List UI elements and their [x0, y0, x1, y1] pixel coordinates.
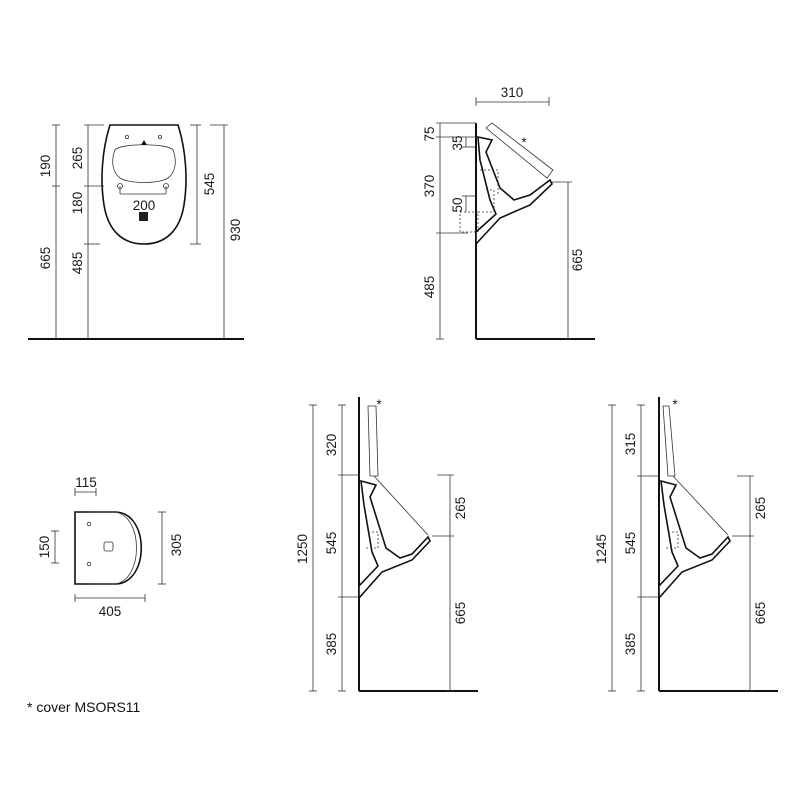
- bowl-outline: [112, 144, 176, 183]
- cover-open-outline: [367, 405, 379, 477]
- top-view-inner-rim: [94, 511, 137, 585]
- dim-310: 310: [501, 85, 524, 100]
- dim-150: 150: [37, 536, 52, 559]
- urinal-front-body: [101, 124, 187, 245]
- side-view-top: 310 75 35 370 50 485 665 *: [422, 85, 595, 340]
- dim-370: 370: [422, 175, 437, 198]
- urinal-side-body: [658, 479, 731, 601]
- dim-305: 305: [169, 534, 184, 557]
- dim-75: 75: [422, 126, 437, 141]
- dim-265: 265: [70, 147, 85, 170]
- dim-35: 35: [450, 135, 465, 150]
- urinal-top-body: [74, 511, 143, 585]
- dim-665: 665: [453, 602, 468, 625]
- cover-asterisk: *: [672, 397, 678, 412]
- side-view-left: 1250 320 545 385 265 665 *: [295, 397, 478, 692]
- cover-asterisk: *: [521, 135, 527, 150]
- front-view: 190 665 265 180 485 200 545 930: [28, 124, 244, 340]
- dim-385: 385: [324, 633, 339, 656]
- dim-200: 200: [133, 198, 156, 213]
- cover-asterisk: *: [376, 397, 382, 412]
- dim-265: 265: [753, 497, 768, 520]
- dim-545: 545: [324, 532, 339, 555]
- dim-930: 930: [228, 219, 243, 242]
- outlet-icon: [139, 212, 148, 221]
- dim-315: 315: [623, 433, 638, 456]
- dim-405: 405: [99, 604, 122, 619]
- cover-open-outline: [662, 405, 676, 477]
- dim-485: 485: [70, 252, 85, 275]
- dim-665: 665: [753, 602, 768, 625]
- dim-485: 485: [422, 276, 437, 299]
- dim-50: 50: [450, 197, 465, 212]
- dim-320: 320: [324, 434, 339, 457]
- fixing-hole-left: [125, 134, 130, 139]
- dim-385: 385: [623, 633, 638, 656]
- dim-190: 190: [38, 155, 53, 178]
- dim-545: 545: [623, 532, 638, 555]
- urinal-side-body: [475, 135, 553, 247]
- fixing-hole-right: [157, 134, 162, 139]
- urinal-side-body: [358, 479, 431, 601]
- outlet-icon: [103, 541, 114, 552]
- dim-545: 545: [202, 173, 217, 196]
- side-view-right: 1245 315 545 385 265 665 *: [594, 397, 778, 692]
- dim-665: 665: [570, 249, 585, 272]
- dim-180: 180: [70, 192, 85, 215]
- dim-265: 265: [453, 497, 468, 520]
- top-view: 115 150 305 405: [37, 475, 184, 619]
- cover-outline: [485, 122, 554, 179]
- dim-1245: 1245: [594, 534, 609, 564]
- inlet-icon: [141, 140, 147, 145]
- dim-665: 665: [38, 247, 53, 270]
- dim-115: 115: [75, 475, 97, 490]
- dim-1250: 1250: [295, 534, 310, 564]
- cover-footnote: * cover MSORS11: [27, 699, 141, 715]
